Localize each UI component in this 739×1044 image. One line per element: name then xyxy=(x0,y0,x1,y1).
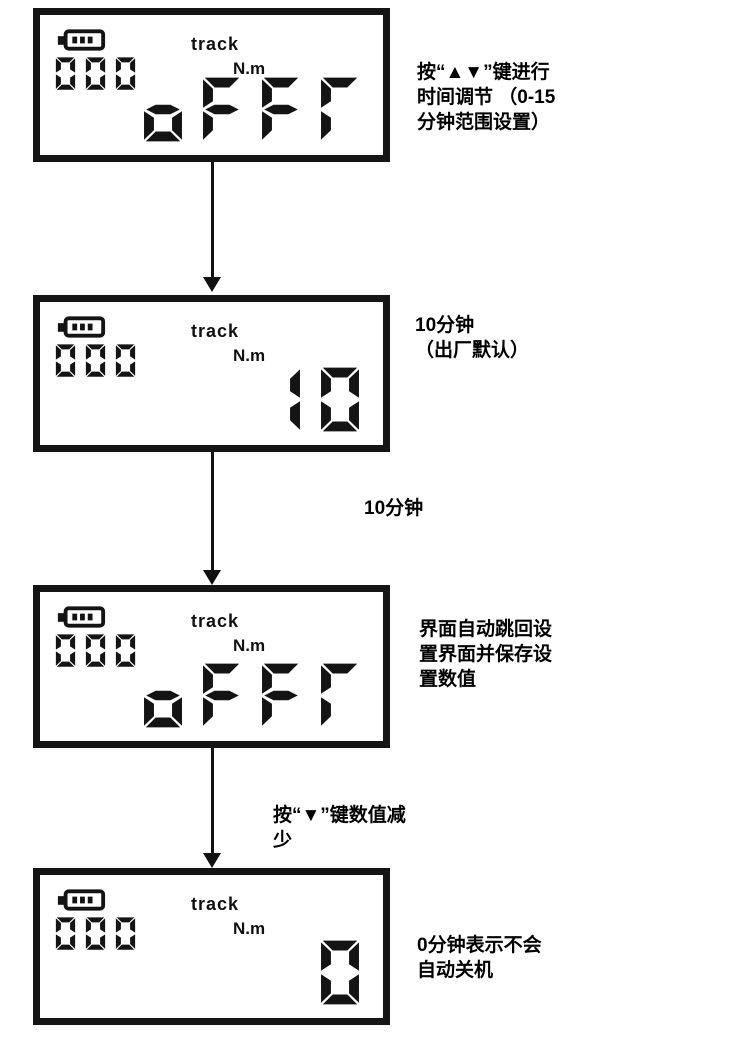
flow-arrow-down-2 xyxy=(203,452,221,585)
main-segment-display xyxy=(258,365,363,434)
counter-display xyxy=(53,916,138,951)
seven-segment-char-0 xyxy=(321,940,359,1005)
arrow-label-10-minutes: 10分钟 xyxy=(364,498,424,519)
arrow-line xyxy=(210,452,214,570)
annotation-auto-save: 界面自动跳回设 置界面并保存设 置数值 xyxy=(419,619,553,690)
counter-display xyxy=(53,343,138,378)
seven-segment-char-0 xyxy=(321,367,359,432)
annotation-no-auto-off: 0分钟表示不会 自动关机 xyxy=(417,935,542,981)
seven-segment-char-F xyxy=(203,663,240,726)
lcd-screen-10-minutes: track N.m xyxy=(33,295,390,452)
seven-segment-char-F xyxy=(262,663,299,726)
seven-segment-char-0 xyxy=(85,634,106,667)
counter-display xyxy=(53,633,138,668)
seven-segment-char-F xyxy=(203,77,240,140)
battery-icon xyxy=(57,316,106,338)
seven-segment-char-1 xyxy=(290,369,300,430)
seven-segment-char-r xyxy=(321,663,358,726)
lcd-screen-saved-setting: track N.m xyxy=(33,585,390,748)
annotation-time-adjust: 按“▲▼”键进行 时间调节 （0-15 分钟范围设置） xyxy=(417,62,556,133)
seven-segment-char-0 xyxy=(115,917,136,950)
seven-segment-char-0 xyxy=(115,57,136,90)
lcd-screen-off-setting: track N.m xyxy=(33,8,390,162)
seven-segment-char-F xyxy=(262,77,299,140)
unit-label: N.m xyxy=(233,346,266,365)
seven-segment-char-0 xyxy=(85,344,106,377)
counter-display xyxy=(53,56,138,91)
lcd-screen-0-minutes: track N.m xyxy=(33,868,390,1025)
flow-arrow-down-1 xyxy=(203,162,221,292)
battery-icon xyxy=(57,889,106,911)
arrow-head-icon xyxy=(203,277,221,292)
unit-label: N.m xyxy=(233,636,266,655)
main-segment-display xyxy=(140,661,363,730)
unit-label: N.m xyxy=(233,919,266,938)
main-segment-display xyxy=(140,75,363,144)
seven-segment-char-o xyxy=(144,690,182,728)
annotation-factory-default: 10分钟 （出厂默认） xyxy=(415,315,530,361)
arrow-label-down-key: 按“▼”键数值减 少 xyxy=(273,805,406,851)
battery-icon xyxy=(57,29,106,51)
seven-segment-char-r xyxy=(321,77,358,140)
track-label: track xyxy=(191,34,240,54)
seven-segment-char-o xyxy=(144,104,182,142)
seven-segment-char-0 xyxy=(115,634,136,667)
track-label: track xyxy=(191,611,240,631)
track-label: track xyxy=(191,321,240,341)
arrow-head-icon xyxy=(203,570,221,585)
seven-segment-char-0 xyxy=(55,634,76,667)
main-segment-display xyxy=(317,938,363,1007)
seven-segment-char-0 xyxy=(115,344,136,377)
battery-icon xyxy=(57,606,106,628)
track-label: track xyxy=(191,894,240,914)
arrow-line xyxy=(210,748,214,853)
arrow-line xyxy=(210,162,214,277)
unit-label: N.m xyxy=(233,59,266,78)
seven-segment-char-0 xyxy=(55,57,76,90)
arrow-head-icon xyxy=(203,853,221,868)
seven-segment-char-0 xyxy=(55,344,76,377)
seven-segment-char-0 xyxy=(85,917,106,950)
seven-segment-char-0 xyxy=(55,917,76,950)
flow-arrow-down-3 xyxy=(203,748,221,868)
seven-segment-char-0 xyxy=(85,57,106,90)
